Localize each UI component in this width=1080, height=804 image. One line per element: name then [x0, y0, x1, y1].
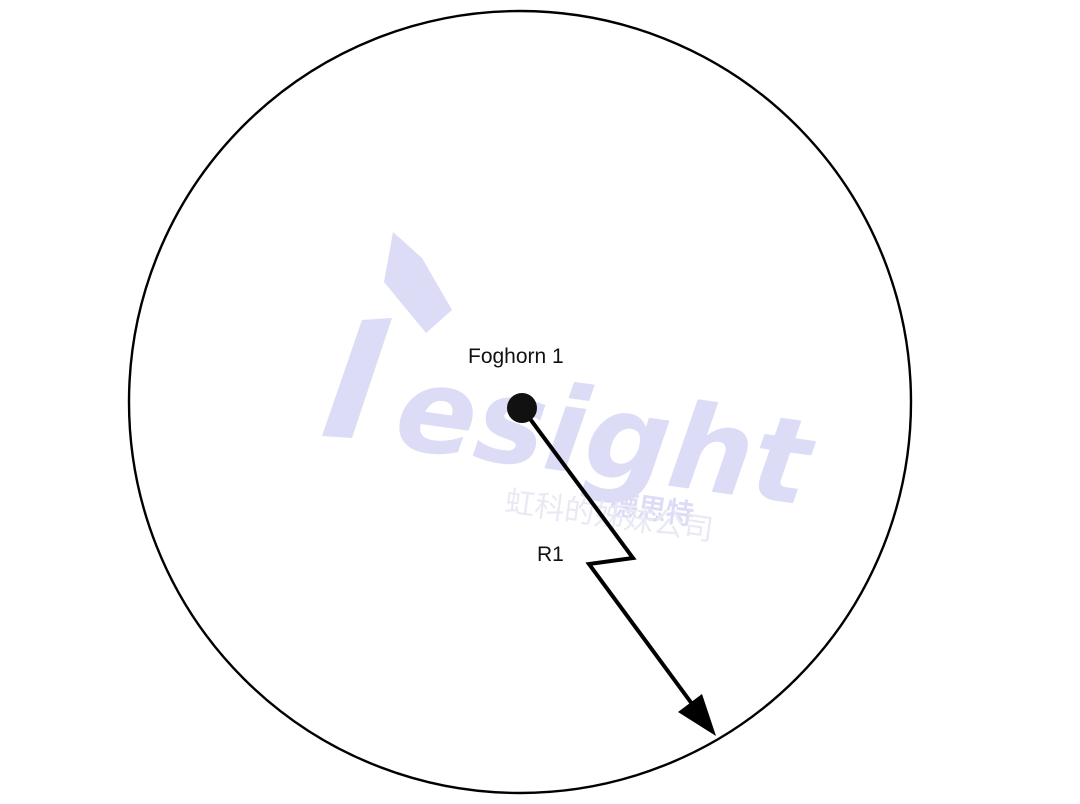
- radius-label: R1: [537, 543, 564, 566]
- coverage-circle: [127, 9, 913, 795]
- watermark-logo-mark-bottom: [322, 318, 392, 438]
- foghorn-label: Foghorn 1: [468, 345, 564, 368]
- radius-arrowhead: [678, 694, 716, 736]
- radius-line: [520, 406, 700, 714]
- watermark-logo: esight 德思特 虹科的姊妹公司: [322, 232, 823, 548]
- foghorn-source-dot: [507, 393, 537, 423]
- watermark-logo-mark-top: [384, 232, 452, 333]
